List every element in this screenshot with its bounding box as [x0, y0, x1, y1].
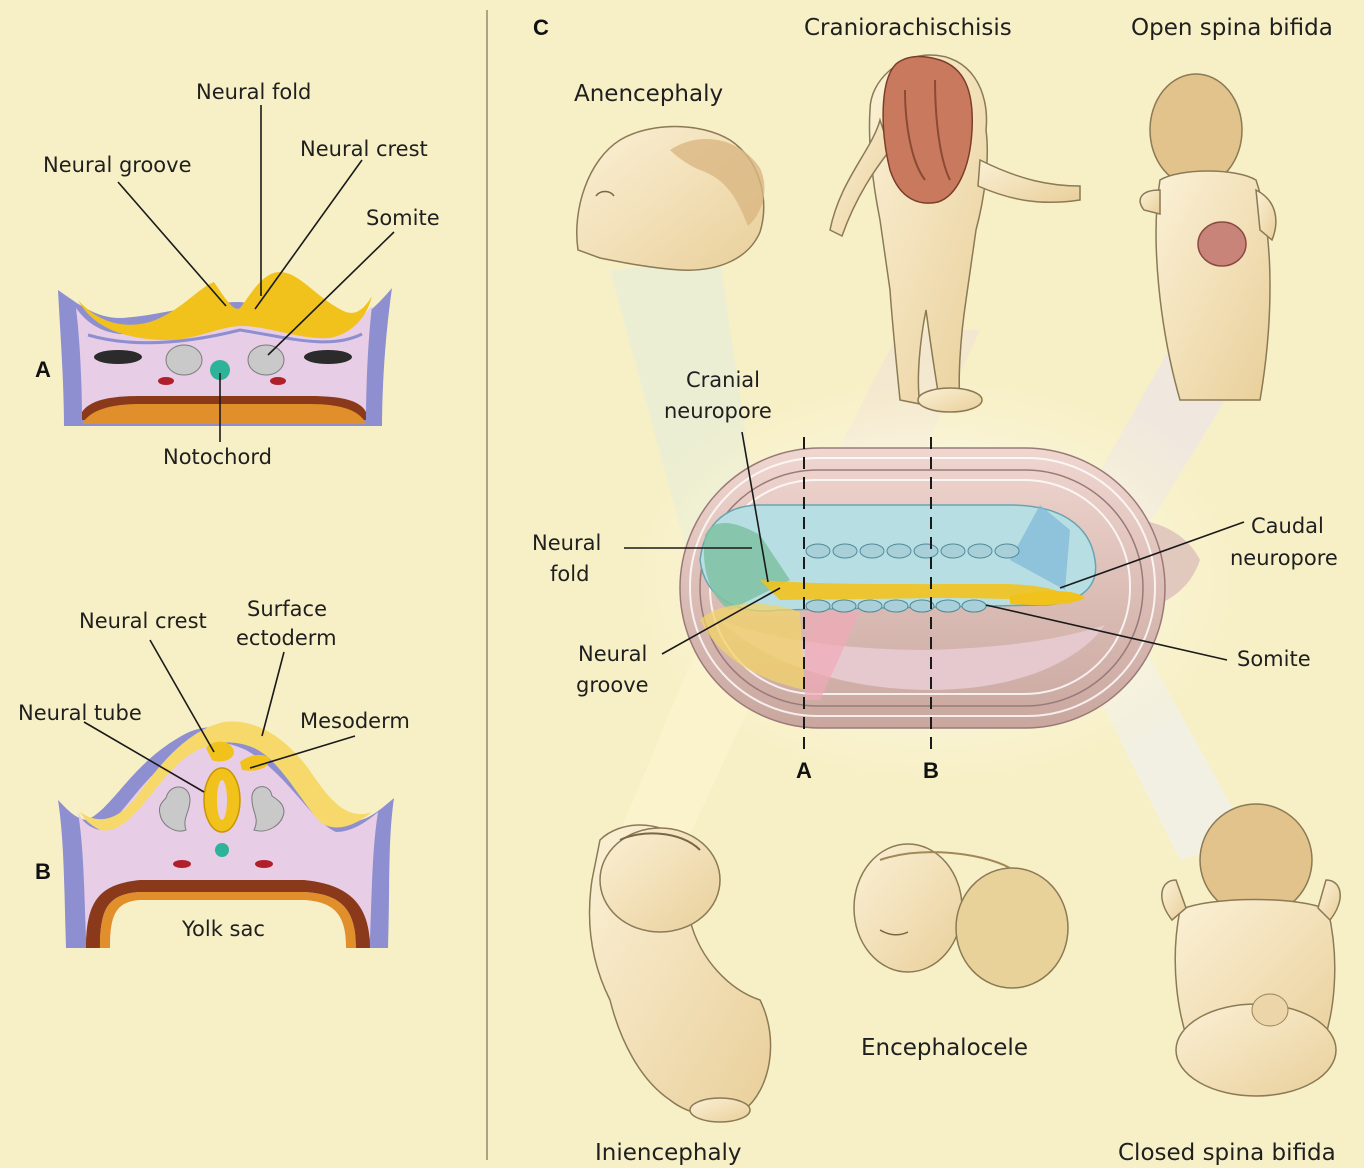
panel-a-right-bar	[304, 350, 352, 364]
somite	[968, 544, 992, 558]
label-neural-fold-2: fold	[550, 562, 589, 586]
label-caudal: Caudal	[1251, 514, 1324, 538]
panel-b: B Neural crest Surface ectoderm Neura	[18, 597, 410, 948]
panel-a-label-notochord: Notochord	[163, 445, 272, 469]
panel-b-label-yolk-sac: Yolk sac	[181, 917, 265, 941]
illustration-anencephaly	[577, 127, 765, 271]
panel-a-right-vessel	[270, 377, 286, 385]
panel-a-leader-neural-groove	[118, 182, 226, 306]
panel-a: A Neural fold Neural groove Neural c	[35, 80, 440, 469]
somite	[806, 544, 830, 558]
label-somite: Somite	[1237, 647, 1311, 671]
panel-b-label-ectoderm: ectoderm	[236, 626, 337, 650]
somite	[887, 544, 911, 558]
label-neural-groove-2: groove	[576, 673, 649, 697]
panel-b-notochord	[215, 843, 229, 857]
label-neural-fold-1: Neural	[532, 531, 601, 555]
panel-b-leader-surface-ectoderm	[262, 652, 284, 736]
somite	[858, 600, 882, 612]
illustration-encephalocele	[854, 844, 1068, 988]
panel-a-label-somite: Somite	[366, 206, 440, 230]
label-neural-groove-1: Neural	[578, 642, 647, 666]
panel-a-left-vessel	[158, 377, 174, 385]
somite	[832, 600, 856, 612]
label-neuropore-cranial: neuropore	[664, 399, 772, 423]
panel-a-base	[64, 426, 382, 432]
label-open-spina-bifida: Open spina bifida	[1131, 15, 1333, 41]
section-marker-b: B	[923, 758, 939, 783]
label-neuropore-caudal: neuropore	[1230, 546, 1338, 570]
label-craniorachischisis: Craniorachischisis	[804, 15, 1012, 41]
panel-a-label-neural-groove: Neural groove	[43, 153, 192, 177]
somite	[962, 600, 986, 612]
panel-b-label-mesoderm: Mesoderm	[300, 709, 410, 733]
illustration-iniencephaly	[589, 825, 770, 1122]
illustration-craniorachischisis	[830, 55, 1080, 412]
panel-b-leader-neural-crest	[150, 640, 214, 752]
panel-a-letter: A	[35, 357, 51, 382]
panel-a-left-somite	[166, 345, 202, 375]
somite	[833, 544, 857, 558]
label-closed-spina-bifida: Closed spina bifida	[1118, 1140, 1336, 1166]
embryo	[680, 448, 1200, 728]
label-cranial: Cranial	[686, 368, 760, 392]
panel-b-label-surface: Surface	[247, 597, 327, 621]
panel-b-neural-tube-lumen	[217, 780, 227, 820]
label-anencephaly: Anencephaly	[574, 81, 723, 107]
somite	[806, 600, 830, 612]
section-marker-a: A	[796, 758, 812, 783]
panel-a-label-neural-crest: Neural crest	[300, 137, 428, 161]
somite	[914, 544, 938, 558]
panel-a-right-somite	[248, 345, 284, 375]
somite	[995, 544, 1019, 558]
panel-b-label-neural-crest: Neural crest	[79, 609, 207, 633]
panel-b-letter: B	[35, 859, 51, 884]
panel-b-right-vessel	[255, 860, 273, 868]
panel-b-left-vessel	[173, 860, 191, 868]
panel-b-label-neural-tube: Neural tube	[18, 701, 142, 725]
illustration-open-spina-bifida	[1140, 74, 1276, 400]
somite	[860, 544, 884, 558]
panel-c-letter: C	[533, 15, 549, 40]
somite	[936, 600, 960, 612]
panel-c: C	[532, 15, 1340, 1166]
somite	[941, 544, 965, 558]
label-encephalocele: Encephalocele	[861, 1035, 1028, 1061]
panel-a-left-bar	[94, 350, 142, 364]
panel-a-label-neural-fold: Neural fold	[196, 80, 311, 104]
label-iniencephaly: Iniencephaly	[595, 1140, 742, 1166]
panel-a-endoderm-orange	[82, 404, 366, 424]
somite	[884, 600, 908, 612]
